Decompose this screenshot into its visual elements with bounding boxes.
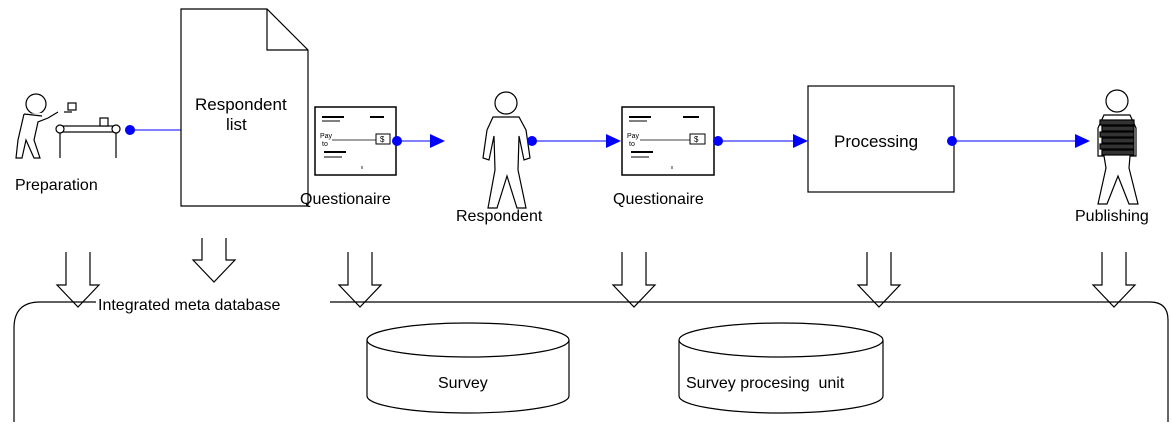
survey-processing-unit-cylinder — [678, 322, 884, 414]
questionaire-2-label: Questionaire — [613, 191, 704, 208]
respondent-list-label-line2: list — [226, 115, 247, 134]
survey-processing-unit-cylinder-label: Survey procesing unit — [686, 375, 845, 392]
down-arrow-6 — [1091, 252, 1137, 308]
questionaire-check-2-to-text: to — [629, 141, 635, 148]
preparation-icon — [15, 93, 121, 159]
respondent-label: Respondent — [456, 208, 543, 225]
survey-cylinder — [366, 322, 570, 414]
preparation-label: Preparation — [15, 177, 98, 194]
respondent-person-icon — [482, 91, 531, 209]
down-arrow-5 — [856, 252, 902, 308]
down-arrow-3 — [337, 252, 383, 308]
flow-arrow-respondent-to-questionaire — [527, 134, 621, 148]
flow-arrow-questionaire-to-processing — [713, 134, 808, 148]
flow-arrow-questionaire-to-respondent — [392, 134, 445, 148]
survey-cylinder-label: Survey — [438, 375, 488, 392]
questionaire-check-icon-2 — [621, 106, 715, 176]
down-arrow-4 — [611, 252, 657, 308]
questionaire-check-pay-text: Pay — [320, 133, 333, 140]
questionaire-check-2-pay-text: Pay — [627, 133, 640, 140]
publishing-label: Publishing — [1075, 208, 1149, 225]
questionaire-1-label: Questionaire — [300, 191, 391, 208]
integrated-meta-database-label: Integrated meta database — [98, 297, 280, 314]
down-arrows — [55, 238, 1137, 308]
down-arrow-2 — [191, 238, 237, 283]
questionaire-check-to-text: to — [322, 141, 328, 148]
processing-label: Processing — [834, 132, 918, 151]
respondent-list-label-line1: Respondent — [195, 95, 287, 114]
questionaire-check-amount-text: $ — [380, 135, 385, 144]
flow-arrow-processing-to-publishing — [947, 134, 1090, 148]
questionaire-check-icon — [314, 106, 397, 176]
questionaire-check-2-amount-text: $ — [694, 135, 699, 144]
integrated-meta-database-container — [13, 301, 1169, 422]
respondent-list-document-icon — [180, 8, 309, 207]
down-arrow-1 — [55, 252, 101, 308]
publishing-person-icon — [1097, 89, 1139, 205]
